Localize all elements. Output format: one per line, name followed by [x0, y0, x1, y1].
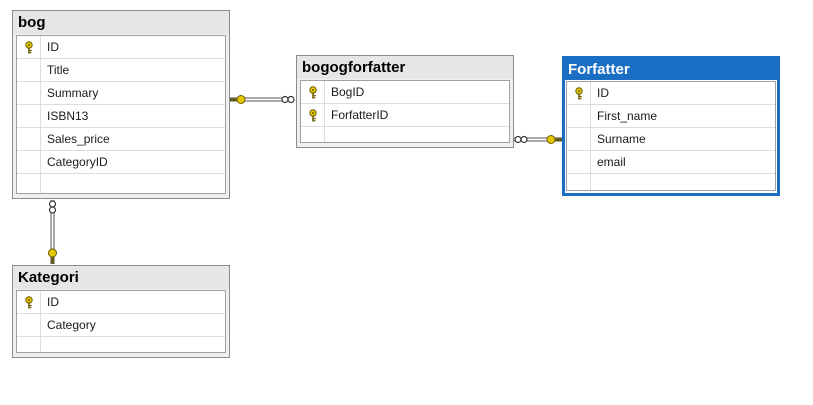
- relationship-bogogforfatter-forfatter[interactable]: [514, 135, 562, 144]
- column-name: ID: [47, 295, 59, 309]
- key-cell: [567, 151, 591, 173]
- column-name: ForfatterID: [331, 108, 389, 122]
- column-row[interactable]: ID: [17, 291, 225, 314]
- column-name: email: [597, 155, 626, 169]
- column-row[interactable]: Category: [17, 314, 225, 337]
- column-name: BogID: [331, 85, 365, 99]
- column-name: Category: [47, 318, 96, 332]
- column-row[interactable]: BogID: [301, 81, 509, 104]
- key-cell: [17, 36, 41, 58]
- table-kategori[interactable]: Kategori ID Category: [12, 265, 230, 358]
- key-icon: [308, 108, 317, 121]
- table-title[interactable]: Forfatter: [565, 59, 777, 80]
- column-name: Title: [47, 63, 70, 77]
- relationship-bog-bogogforfatter[interactable]: [230, 95, 295, 104]
- column-grid: BogID ForfatterID: [300, 80, 510, 143]
- key-icon: [574, 86, 583, 99]
- infinity-end-icon: [514, 135, 528, 144]
- key-cell: [17, 105, 41, 127]
- column-name: Sales_price: [47, 132, 110, 146]
- column-row[interactable]: CategoryID: [17, 151, 225, 174]
- table-title[interactable]: Kategori: [13, 266, 229, 289]
- column-row[interactable]: Title: [17, 59, 225, 82]
- key-end-icon: [230, 95, 246, 104]
- key-cell: [17, 82, 41, 104]
- column-row[interactable]: email: [567, 151, 775, 174]
- key-icon: [24, 40, 33, 53]
- column-row[interactable]: Sales_price: [17, 128, 225, 151]
- column-row[interactable]: Summary: [17, 82, 225, 105]
- column-name: Surname: [597, 132, 646, 146]
- key-cell: [567, 128, 591, 150]
- column-name: Summary: [47, 86, 99, 100]
- key-cell: [567, 82, 591, 104]
- column-row[interactable]: First_name: [567, 105, 775, 128]
- key-cell: [17, 314, 41, 336]
- key-end-icon: [48, 248, 57, 264]
- column-row[interactable]: ForfatterID: [301, 104, 509, 127]
- key-end-icon: [546, 135, 562, 144]
- key-cell: [301, 81, 325, 103]
- column-row[interactable]: ID: [17, 36, 225, 59]
- key-cell: [17, 291, 41, 313]
- column-name: ID: [47, 40, 59, 54]
- key-cell: [17, 59, 41, 81]
- column-row[interactable]: Surname: [567, 128, 775, 151]
- column-grid: ID Category: [16, 290, 226, 353]
- column-row[interactable]: ISBN13: [17, 105, 225, 128]
- key-icon: [308, 85, 317, 98]
- key-cell: [17, 151, 41, 173]
- key-icon: [24, 295, 33, 308]
- table-title[interactable]: bogogforfatter: [297, 56, 513, 79]
- table-bogogforfatter[interactable]: bogogforfatter BogID ForfatterID: [296, 55, 514, 148]
- infinity-end-icon: [48, 200, 57, 214]
- key-cell: [301, 104, 325, 126]
- relationship-bog-kategori[interactable]: [48, 200, 57, 264]
- column-name: ID: [597, 86, 609, 100]
- table-title[interactable]: bog: [13, 11, 229, 34]
- column-name: CategoryID: [47, 155, 108, 169]
- key-cell: [17, 128, 41, 150]
- column-row[interactable]: ID: [567, 82, 775, 105]
- key-cell: [567, 105, 591, 127]
- column-name: ISBN13: [47, 109, 89, 123]
- column-name: First_name: [597, 109, 658, 123]
- infinity-end-icon: [281, 95, 295, 104]
